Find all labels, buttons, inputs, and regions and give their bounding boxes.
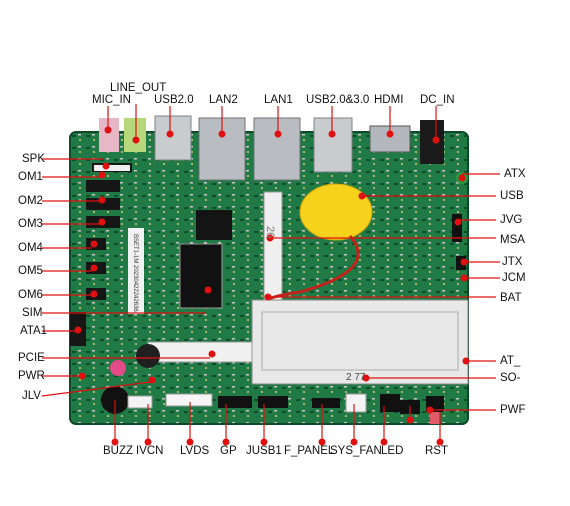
- marker-dot: [204, 286, 212, 294]
- label-com5: OM5: [18, 265, 43, 277]
- label-led: LED: [381, 445, 404, 457]
- marker-dot: [358, 192, 366, 200]
- label-buzz: BUZZ: [103, 445, 134, 457]
- label-jusb1: JUSB1: [246, 445, 282, 457]
- sim-slot: [179, 243, 223, 309]
- usb2-port: [154, 115, 192, 161]
- marker-dot: [462, 357, 470, 365]
- marker-dot: [386, 130, 394, 138]
- marker-dot: [432, 136, 440, 144]
- marker-dot: [266, 234, 274, 242]
- label-sys-fan: SYS_FAN: [330, 445, 382, 457]
- label-gpio: GP: [220, 445, 237, 457]
- marker-dot: [90, 240, 98, 248]
- label-com3: OM3: [18, 218, 43, 230]
- label-lan1: LAN1: [264, 94, 293, 106]
- marker-dot: [90, 290, 98, 298]
- label-f-panel: F_PANEL: [284, 445, 335, 457]
- marker-dot: [90, 264, 98, 272]
- marker-dot: [328, 130, 336, 138]
- marker-dot: [98, 196, 106, 204]
- msata-slot: [263, 191, 283, 301]
- label-usb2: USB2.0: [154, 94, 194, 106]
- label-bat: BAT: [500, 292, 522, 304]
- label-line-out: LINE_OUT: [110, 82, 167, 94]
- label-com2: OM2: [18, 195, 43, 207]
- label-usb3: USB2.0&3.0: [306, 94, 370, 106]
- marker-dot: [111, 438, 119, 446]
- marker-dot: [186, 438, 194, 446]
- marker-dot: [102, 162, 110, 170]
- marker-dot: [98, 171, 106, 179]
- marker-dot: [274, 130, 282, 138]
- marker-dot: [104, 126, 112, 134]
- marker-dot: [350, 438, 358, 446]
- label-usb: USB: [500, 190, 524, 202]
- marker-dot: [460, 258, 468, 266]
- label-at: AT_: [500, 355, 521, 367]
- marker-dot: [436, 438, 444, 446]
- label-rst: RST: [425, 445, 448, 457]
- marker-dot: [454, 218, 462, 226]
- label-pcie: PCIE: [18, 352, 45, 364]
- marker-dot: [74, 326, 82, 334]
- usb3-port: [313, 117, 353, 173]
- label-jtx: JTX: [502, 256, 523, 268]
- dc-in-jack: [420, 120, 444, 164]
- label-dc-in: DC_IN: [420, 94, 455, 106]
- marker-dot: [406, 416, 414, 424]
- serial-sticker: [128, 228, 144, 314]
- marker-dot: [458, 174, 466, 182]
- label-pwr: PWR: [18, 370, 45, 382]
- label-lan2: LAN2: [209, 94, 238, 106]
- marker-dot: [218, 130, 226, 138]
- marker-dot: [98, 218, 106, 226]
- marker-dot: [426, 406, 434, 414]
- marker-dot: [380, 438, 388, 446]
- marker-dot: [208, 350, 216, 358]
- marker-dot: [318, 438, 326, 446]
- marker-dot: [144, 438, 152, 446]
- label-mic-in: MIC_IN: [92, 94, 131, 106]
- mpcie-print: 26: [264, 226, 276, 239]
- serial-print: BSET1-1M 20230422242636: [132, 234, 138, 312]
- label-so-dimm: SO-: [500, 372, 521, 384]
- label-msata: MSA: [500, 234, 525, 246]
- label-ivcn: IVCN: [136, 445, 164, 457]
- marker-dot: [148, 376, 156, 384]
- label-com4: OM4: [18, 242, 43, 254]
- marker-dot: [166, 130, 174, 138]
- leader-line: [41, 381, 151, 397]
- label-sata1: ATA1: [20, 325, 48, 337]
- marker-dot: [362, 374, 370, 382]
- rtc-battery: [299, 183, 373, 241]
- label-lvds: LVDS: [180, 445, 210, 457]
- label-pwr-btn: PWF: [500, 404, 526, 416]
- label-spk: SPK: [22, 153, 46, 165]
- marker-dot: [132, 136, 140, 144]
- label-com1: OM1: [18, 171, 43, 183]
- mic-in-jack: [99, 118, 119, 152]
- marker-dot: [260, 438, 268, 446]
- lan1-port: [253, 117, 301, 181]
- marker-dot: [78, 372, 86, 380]
- marker-dot: [460, 274, 468, 282]
- label-jcm: JCM: [502, 272, 526, 284]
- sodimm-print: 2 77: [346, 372, 366, 383]
- pcie-slot: [147, 341, 253, 363]
- label-atx: ATX: [504, 168, 526, 180]
- label-com6: OM6: [18, 289, 43, 301]
- line-out-jack: [124, 118, 146, 152]
- marker-dot: [222, 438, 230, 446]
- label-jvga: JVG: [500, 214, 523, 226]
- label-sim: SIM: [22, 307, 43, 319]
- label-jlv: JLV: [22, 390, 41, 402]
- label-hdmi: HDMI: [374, 94, 404, 106]
- marker-dot: [264, 293, 272, 301]
